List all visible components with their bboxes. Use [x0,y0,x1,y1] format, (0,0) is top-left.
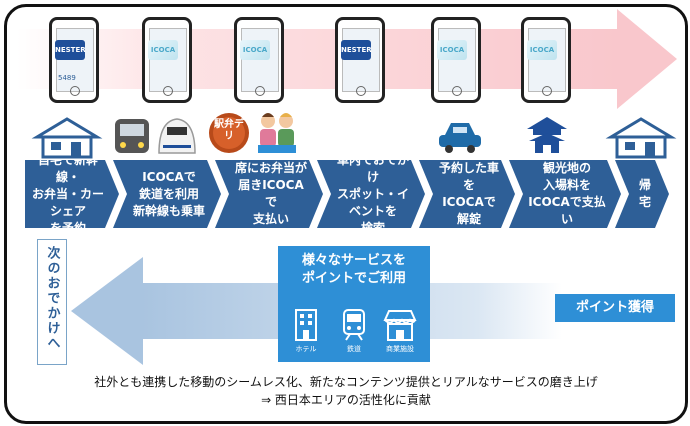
step-ride-train: ICOCAで 鉄道を利用 新幹線も乗車 [113,160,221,228]
journey-arrow-head [617,9,677,109]
railway-label: 鉄道 [347,345,361,353]
train-icon [115,119,149,153]
ekiben-deli-logo [209,113,249,153]
icoca-card: ICOCA [437,40,467,60]
diagram-frame: NESTER 5489 ICOCA ICOCA NESTER ICOCA ICO… [4,4,688,424]
next-outing-label: 次のおでかけへ [37,239,67,365]
footer-line-1: 社外とも連携した移動のシームレス化、新たなコンテンツ提供とリアルなサービスの磨き… [94,375,598,389]
hotel-icon [295,309,317,341]
journey-arrow-band [17,29,617,89]
icoca-card: ICOCA [240,40,270,60]
nester-card: NESTER [341,40,372,60]
shop-label: 商業施設 [386,345,414,353]
step-label: ICOCAで 鉄道を利用 新幹線も乗車 [132,169,205,218]
points-earned-label: ポイント獲得 [555,294,675,322]
step-label: 予約した車を ICOCAで 解錠 [438,161,499,226]
step-search-spots: 車内でおでかけ スポット・イベントを 検索 [317,160,425,228]
step-label: 観光地の 入場料を ICOCAで支払い [528,161,606,226]
temple-icon [527,117,567,153]
house-icon [605,117,677,159]
railway-icon [343,309,365,341]
phone-icoca: ICOCA [142,17,192,103]
nester-card: NESTER [55,40,86,60]
step-bento-payment: 席にお弁当が 届きICOCAで 支払い [215,160,323,228]
step-pay-admission: 観光地の 入場料を ICOCAで支払い [509,160,621,228]
step-reserve: 自宅で新幹線・ お弁当・カーシェア を予約 [25,160,119,228]
house-icon [31,117,103,159]
hotel-label: ホテル [295,345,317,353]
services-box: 様々なサービスを ポイントでご利用 ホテル 鉄道 商業施設 [278,246,430,362]
shop-icon [383,310,417,341]
passengers-eating-icon [258,113,296,153]
step-label: 帰 宅 [638,178,651,209]
step-unlock-car: 予約した車を ICOCAで 解錠 [419,160,515,228]
step-label: 自宅で新幹線・ お弁当・カーシェア を予約 [31,152,104,235]
shinkansen-icon [158,118,196,154]
footer-line-2: ⇒ 西日本エリアの活性化に貢献 [261,393,431,407]
phone-icoca: ICOCA [431,17,481,103]
phone-icoca: ICOCA [521,17,571,103]
phone-nester: NESTER [335,17,385,103]
icoca-card: ICOCA [148,40,178,60]
icoca-card: ICOCA [527,40,557,60]
step-label: 席にお弁当が 届きICOCAで 支払い [234,161,307,226]
phone-caption: 5489 [58,74,76,82]
services-title: 様々なサービスを ポイントでご利用 [301,253,406,286]
phone-nester: NESTER 5489 [49,17,99,103]
return-arrow-head [71,257,143,365]
step-label: 車内でおでかけ スポット・イベントを 検索 [336,152,409,235]
step-return-home: 帰 宅 [615,160,669,228]
car-icon [439,123,481,153]
phone-icoca: ICOCA [234,17,284,103]
ekiben-deli-text: 駅弁デリ [214,119,244,142]
